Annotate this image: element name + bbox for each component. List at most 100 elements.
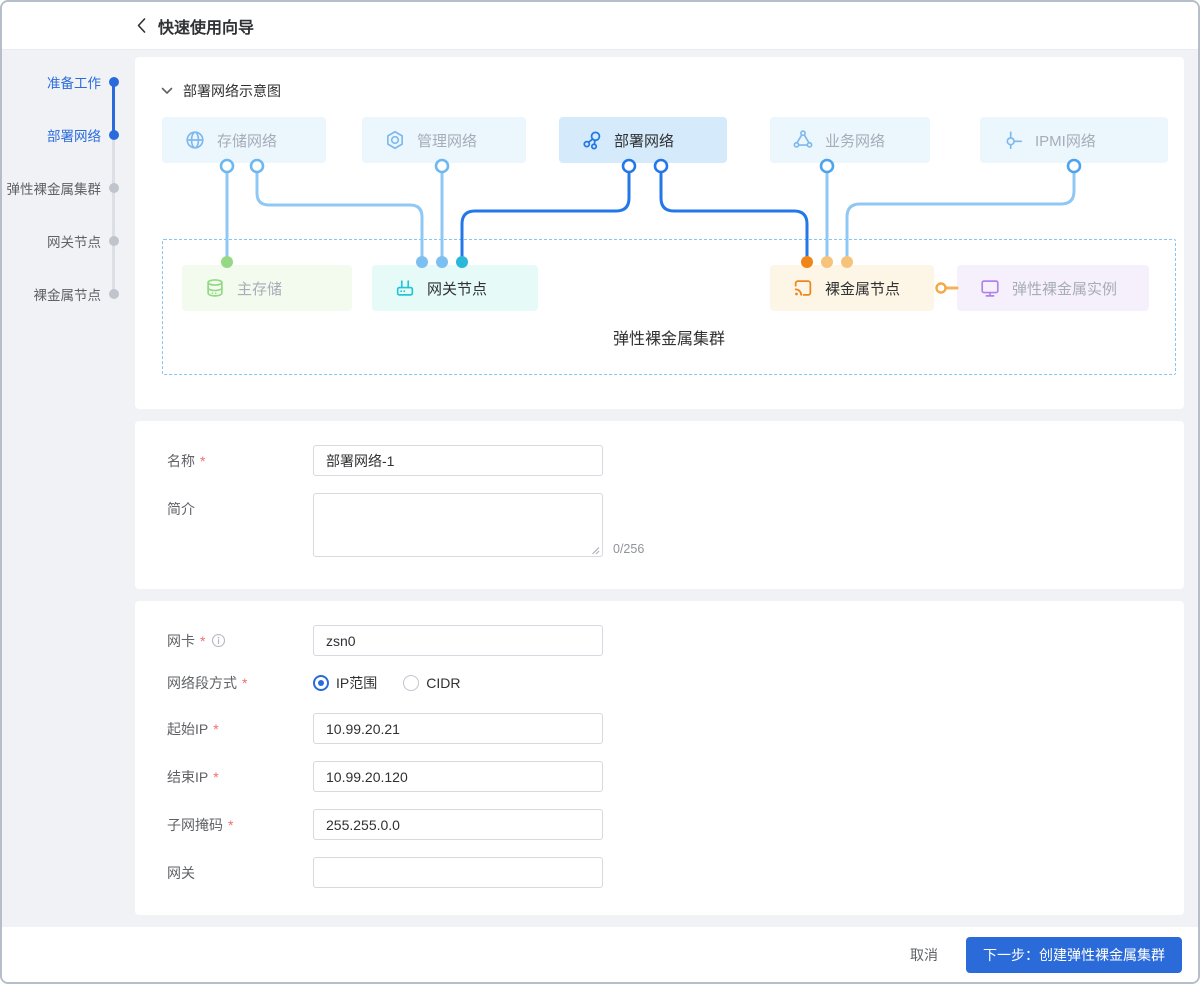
cancel-button[interactable]: 取消: [896, 937, 952, 973]
step-deploy-network[interactable]: 部署网络: [2, 125, 135, 145]
node-label: 裸金属节点: [825, 280, 901, 298]
body-area: 准备工作 部署网络 弹性裸金属集群 网关节点 裸金属节点: [2, 50, 1198, 927]
step-dot: [109, 77, 119, 87]
nic-label: 网卡*: [167, 631, 313, 651]
step-dot: [109, 236, 119, 246]
top-header: 快速使用向导: [2, 2, 1198, 50]
node-box-primary-storage[interactable]: 主存储: [182, 265, 352, 311]
basic-info-card: 名称* 简介 0/256: [135, 421, 1184, 589]
network-settings-card: 网卡* 网络段方式* IP范围: [135, 601, 1184, 915]
step-baremetal-node[interactable]: 裸金属节点: [2, 284, 135, 304]
name-label: 名称*: [167, 452, 206, 469]
radio-unselected-icon: [403, 675, 420, 691]
nodes-icon: [583, 131, 601, 150]
triangle-nodes-icon: [793, 130, 813, 148]
network-box-deployment[interactable]: 部署网络: [559, 117, 727, 163]
network-label: 管理网络: [417, 132, 478, 150]
required-asterisk: *: [200, 632, 206, 649]
router-icon: [396, 280, 414, 296]
main-content: 部署网络示意图 存储网络 管理网络 部署网络: [135, 50, 1198, 927]
cluster-label: 弹性裸金属集群: [612, 331, 725, 348]
diagram-section-title: 部署网络示意图: [183, 83, 281, 99]
chevron-down-icon: [161, 87, 173, 94]
network-box-storage[interactable]: 存储网络: [162, 117, 326, 163]
node-label: 网关节点: [427, 280, 488, 298]
radio-ip-range[interactable]: IP范围: [313, 673, 377, 693]
database-icon: [207, 279, 223, 297]
resize-grip-icon[interactable]: [591, 546, 600, 555]
node-label: 主存储: [237, 280, 283, 298]
name-row: 名称*: [167, 445, 1184, 476]
step-gateway-node[interactable]: 网关节点: [2, 231, 135, 251]
network-box-management[interactable]: 管理网络: [362, 117, 526, 163]
required-asterisk: *: [228, 816, 234, 833]
radio-label: IP范围: [336, 675, 378, 691]
network-label: 存储网络: [217, 132, 278, 150]
step-elastic-baremetal-cluster[interactable]: 弹性裸金属集群: [2, 178, 135, 198]
network-label: 业务网络: [825, 132, 886, 150]
end-ip-input[interactable]: [313, 761, 603, 792]
step-label: 准备工作: [47, 76, 101, 91]
step-label: 网关节点: [47, 235, 101, 250]
step-dot: [109, 130, 119, 140]
required-asterisk: *: [213, 720, 219, 737]
start-ip-label: 起始IP*: [167, 720, 219, 737]
gateway-label: 网关: [167, 864, 195, 881]
radio-label: CIDR: [426, 675, 461, 691]
back-chevron-icon: [137, 18, 146, 33]
step-label: 部署网络: [47, 129, 101, 144]
network-box-ipmi[interactable]: IPMI网络: [980, 117, 1168, 163]
info-icon[interactable]: [211, 633, 226, 648]
node-box-baremetal[interactable]: 裸金属节点: [770, 265, 934, 311]
required-asterisk: *: [200, 452, 206, 469]
segment-mode-label: 网络段方式*: [167, 675, 248, 691]
nut-icon: [387, 130, 403, 150]
next-step-button[interactable]: 下一步：创建弹性裸金属集群: [966, 936, 1182, 973]
step-label: 裸金属节点: [33, 288, 102, 303]
description-textarea[interactable]: [313, 493, 603, 557]
radio-selected-icon: [313, 675, 329, 691]
step-preparation[interactable]: 准备工作: [2, 72, 135, 92]
node-label: 弹性裸金属实例: [1012, 280, 1118, 298]
network-box-business[interactable]: 业务网络: [770, 117, 930, 163]
node-box-gateway[interactable]: 网关节点: [372, 265, 538, 311]
nic-input[interactable]: [313, 625, 603, 656]
diagram-card: 部署网络示意图 存储网络 管理网络 部署网络: [135, 57, 1184, 409]
required-asterisk: *: [242, 675, 248, 691]
page-title: 快速使用向导: [158, 19, 255, 37]
gateway-input[interactable]: [313, 857, 603, 888]
steps-sidebar: 准备工作 部署网络 弹性裸金属集群 网关节点 裸金属节点: [2, 50, 135, 927]
segment-mode-group: IP范围 CIDR: [313, 673, 460, 693]
description-label: 简介: [167, 501, 195, 517]
node-box-elastic-instance[interactable]: 弹性裸金属实例: [957, 265, 1149, 311]
step-dot: [109, 183, 119, 193]
subnet-mask-label: 子网掩码*: [167, 816, 234, 833]
network-label: IPMI网络: [1035, 132, 1096, 150]
step-label: 弹性裸金属集群: [6, 182, 102, 197]
start-ip-input[interactable]: [313, 713, 603, 744]
required-asterisk: *: [213, 768, 219, 785]
end-ip-label: 结束IP*: [167, 768, 219, 785]
back-button[interactable]: [137, 18, 146, 33]
name-input[interactable]: [313, 445, 603, 476]
cast-icon: [794, 280, 812, 296]
globe-icon: [186, 131, 204, 149]
char-counter: 0/256: [613, 542, 645, 556]
segment-mode-row: 网络段方式* IP范围 CIDR: [167, 673, 1184, 693]
step-dot: [109, 289, 119, 299]
nic-row: 网卡*: [167, 625, 1184, 656]
subnet-mask-row: 子网掩码*: [167, 809, 1184, 840]
drop-link-icon: [1006, 131, 1023, 150]
subnet-mask-input[interactable]: [313, 809, 603, 840]
diagram-section-toggle[interactable]: 部署网络示意图: [135, 57, 1184, 101]
steps-line-active: [112, 82, 115, 135]
network-diagram: 存储网络 管理网络 部署网络 业务网络: [135, 109, 1184, 409]
gateway-row: 网关: [167, 857, 1184, 888]
network-label: 部署网络: [614, 132, 675, 150]
start-ip-row: 起始IP*: [167, 713, 1184, 744]
monitor-icon: [981, 280, 999, 297]
description-row: 简介 0/256: [167, 493, 1184, 562]
description-wrap: 0/256: [313, 493, 644, 562]
radio-cidr[interactable]: CIDR: [403, 675, 460, 691]
